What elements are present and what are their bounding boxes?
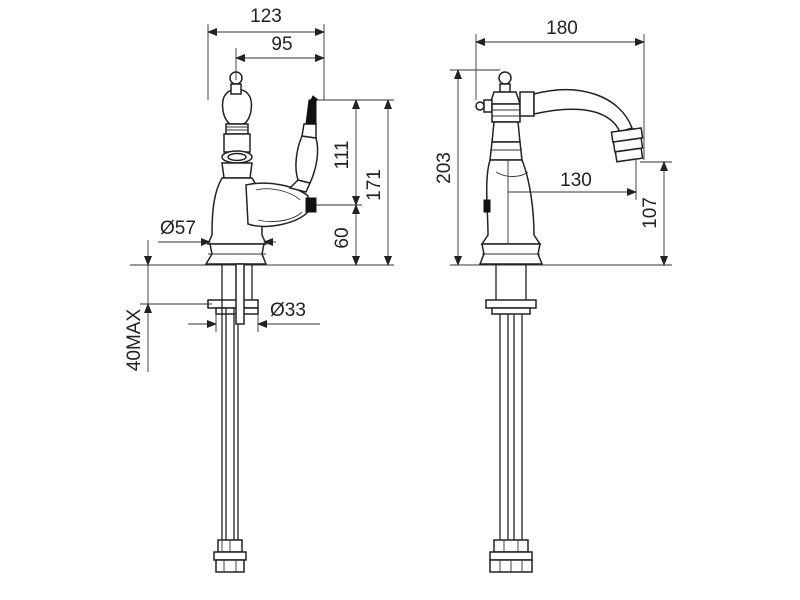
side-dimension-spout-reach bbox=[508, 160, 637, 200]
front-lever-handle bbox=[288, 95, 320, 193]
dim-max-mount-thickness: 40MAX bbox=[124, 309, 145, 372]
dim-spout-height: 107 bbox=[640, 197, 661, 229]
side-dimension-overall-width bbox=[475, 34, 645, 160]
front-shank-and-hoses bbox=[207, 263, 259, 573]
dim-base-diameter: Ø57 bbox=[160, 218, 196, 239]
side-top-knob bbox=[475, 71, 523, 161]
side-dimension-spout-height bbox=[540, 161, 672, 266]
dim-body-height: 60 bbox=[332, 227, 353, 248]
front-view: 123 95 111 171 60 Ø57 Ø33 bbox=[124, 6, 394, 573]
dim-total-height-side: 203 bbox=[434, 152, 455, 184]
side-shank-and-hoses bbox=[485, 264, 537, 573]
dim-total-height-front: 171 bbox=[364, 169, 385, 201]
side-view: 180 203 130 107 bbox=[434, 18, 672, 573]
front-dimensions-vertical bbox=[264, 99, 394, 266]
dim-handle-offset: 95 bbox=[271, 34, 292, 55]
side-spout bbox=[519, 89, 644, 163]
front-dimension-mount-thickness bbox=[140, 240, 212, 372]
side-body bbox=[478, 159, 544, 265]
dim-overall-width-side: 180 bbox=[546, 18, 578, 39]
dim-spout-reach: 130 bbox=[560, 170, 592, 191]
side-dimension-total-height bbox=[450, 69, 500, 266]
dim-handle-height: 111 bbox=[332, 141, 353, 170]
front-dimension-shank-diameter bbox=[188, 310, 320, 332]
dim-shank-diameter: Ø33 bbox=[270, 300, 306, 321]
front-dimensions-horizontal bbox=[207, 24, 325, 100]
dim-overall-width-front: 123 bbox=[250, 6, 282, 27]
front-top-knob bbox=[221, 71, 253, 179]
